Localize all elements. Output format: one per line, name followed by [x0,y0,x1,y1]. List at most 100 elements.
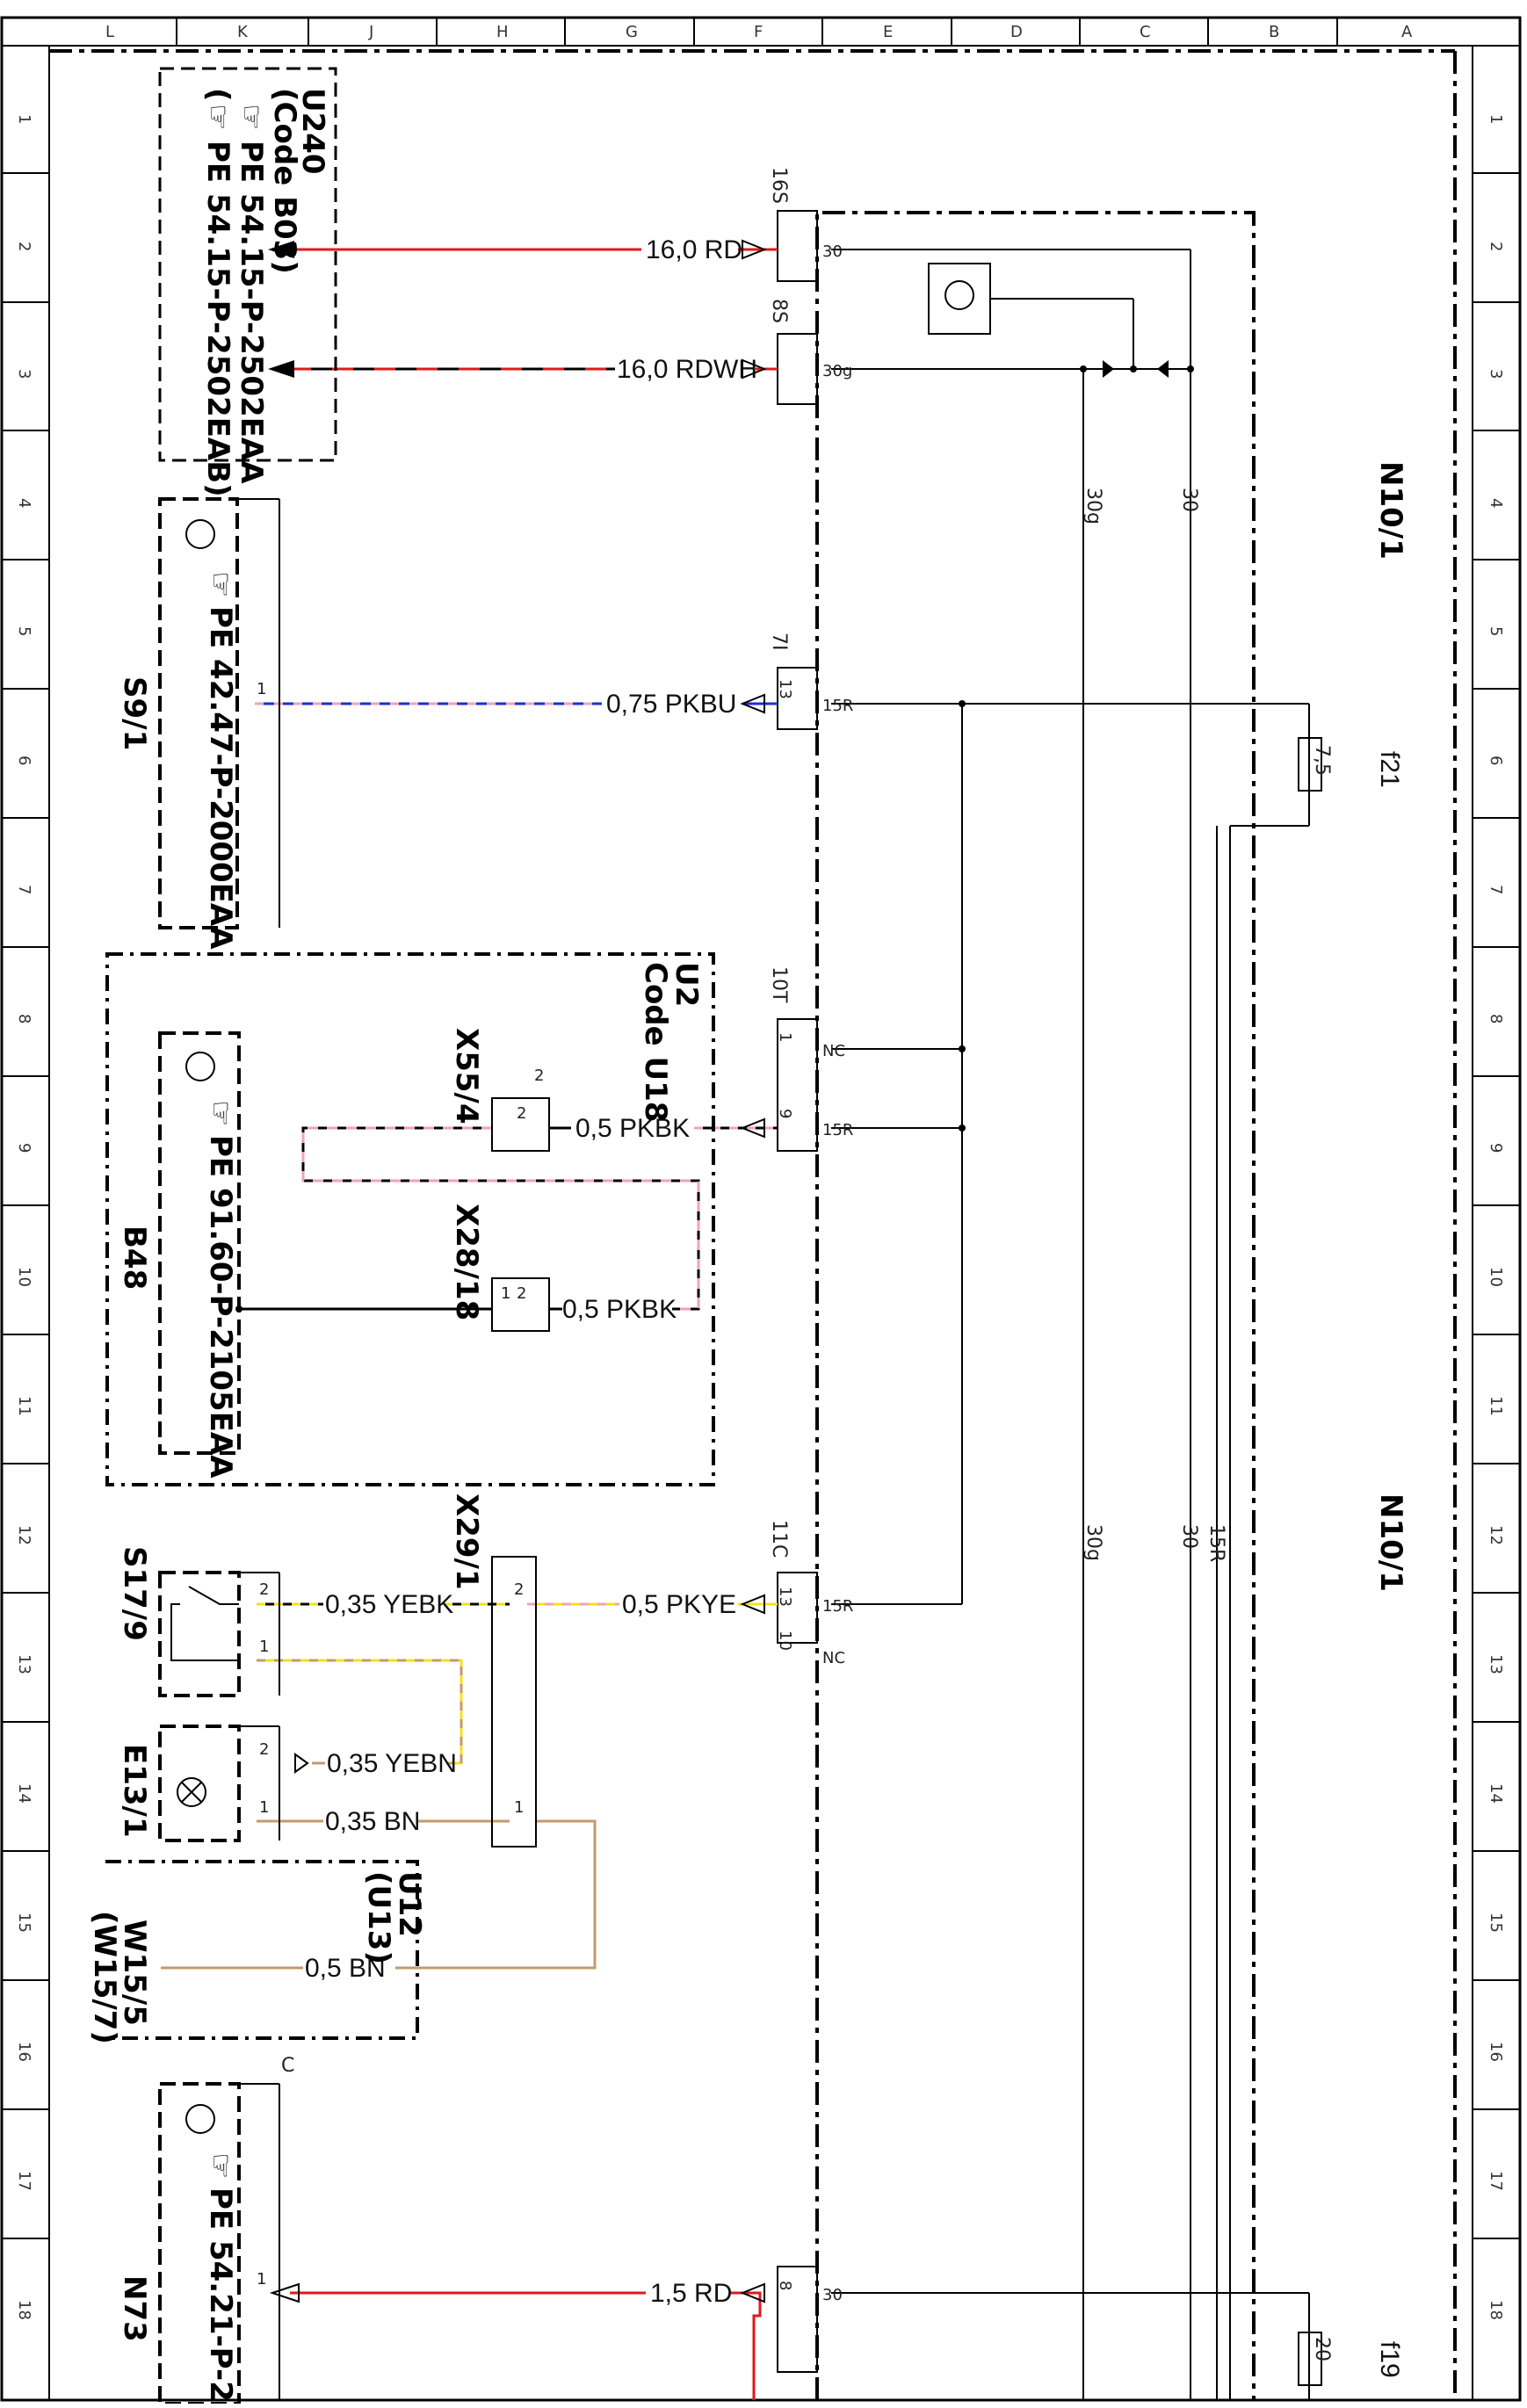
pin-nc-b: NC [822,1649,845,1667]
bus-label-30g-b: 30g [1082,1524,1104,1561]
connector-7i: 7I [768,633,790,651]
row-label-18: 18 [15,2300,33,2320]
sheet-frame [0,16,1522,2402]
n73-name: N73 [117,2275,152,2342]
n73-pin: 1 [257,2270,266,2289]
row-label-2: 2 [15,242,33,251]
arrow-icon [740,1117,765,1139]
row-label-r-17: 17 [1487,2171,1505,2191]
fuse-f19-rating: 20 [1311,2337,1333,2361]
pin-num-1: 1 [776,1032,794,1042]
col-label-B: B [1269,23,1279,41]
bus-label-30-b: 30 [1178,1524,1200,1549]
row-label-4: 4 [15,498,33,508]
u240-ref1: PE 54.15-P-2502EAA [234,141,269,484]
row-label-10: 10 [15,1267,33,1287]
row-label-1: 1 [15,114,33,124]
lamp-icon [177,1777,206,1807]
arrow-icon [742,358,767,380]
row-label-r-18: 18 [1487,2300,1505,2320]
col-label-E: E [883,23,893,41]
relay-transistor-icon [944,280,974,310]
fuse-f21-label: f21 [1375,751,1404,788]
wire-label-16-rdwh: 16,0 RDWH [617,355,757,384]
s17-9-pin-b: 1 [259,1638,269,1656]
pin-30: 30 [822,242,843,261]
diode-icon [1103,360,1114,378]
arrow-icon [740,1594,765,1615]
row-label-17: 17 [15,2171,33,2191]
row-label-14: 14 [15,1783,33,1804]
s9-1-pin: 1 [257,680,266,698]
transistor-icon [185,1052,215,1081]
component-x29-1: X29/1 2 1 [449,1493,537,1848]
arrow-icon [294,1753,309,1774]
row-label-3: 3 [15,369,33,379]
u2-name: U2 [669,962,704,1007]
pin-15r-c: 15R [822,1597,853,1616]
col-label-D: D [1010,23,1023,41]
u12-code: (U13) [361,1871,396,1964]
col-label-C: C [1140,23,1151,41]
pin-num-13a: 13 [776,679,794,699]
pin-30-b: 30 [822,2286,843,2304]
connector-8s: 8S [768,299,790,323]
diode-icon [1157,360,1169,378]
switch-icon [170,1586,239,1661]
s9-1-name: S9/1 [117,676,152,750]
col-label-A: A [1401,23,1413,41]
relay-diode-cluster [831,249,1194,378]
wire-16-rdwh: 16,0 RDWH [268,355,778,384]
connector-16s: 16S [768,167,790,204]
wire-05-pkbk-b: 0,5 PKBK [235,1295,677,1324]
s17-9-name: S17/9 [117,1546,152,1641]
pin-nc-a: NC [822,1042,845,1060]
transistor-icon [185,2104,215,2134]
wire-15-rd: 1,5 RD [290,2279,762,2400]
n73-ref: PE 54.21-P-210 [203,2187,238,2404]
wire-label-05-bn: 0,5 BN [305,1954,386,1983]
wire-035-bn: 0,35 BN [257,1807,597,1970]
x28-18-name: X28/18 [449,1204,484,1320]
x28-18-pin-outer: 1 [501,1284,510,1303]
wire-label-035-yebk: 0,35 YEBK [325,1590,453,1619]
wire-label-05-pkbk-a: 0,5 PKBK [575,1114,690,1143]
wire-label-035-bn: 0,35 BN [325,1807,420,1836]
column-grid: L K J H G F E D C B A [105,18,1413,46]
wire-05-bn: 0,5 BN [161,1954,386,1983]
internal-buses [961,249,1231,2400]
x29-1-pin-a: 2 [514,1580,524,1599]
e13-1-name: E13/1 [117,1744,152,1838]
n10-1-label-bottom: N10/1 [1373,1493,1408,1592]
u240-ref1-icon: ☞ [234,104,269,130]
e13-1-pin-a: 2 [259,1740,269,1759]
fuse-f21: 7,5 f21 [831,700,1404,827]
component-u240: U240 (Code B03) ☞ PE 54.15-P-2502EAA ( ☞… [158,67,337,497]
row-label-r-13: 13 [1487,1654,1505,1674]
row-label-8: 8 [15,1014,33,1023]
u240-ref2: PE 54.15-P-2502EAB) [200,141,235,497]
x29-1-pin-b: 1 [514,1798,524,1817]
bus-label-30-a: 30 [1178,488,1200,512]
u240-ref2-icon: ☞ [200,104,235,130]
wire-label-075-pkbu: 0,75 PKBU [606,690,736,719]
row-label-15: 15 [15,1913,33,1933]
wire-035-yebn: 0,35 YEBN [257,1659,463,1778]
row-label-r-15: 15 [1487,1913,1505,1933]
wire-label-15-rd: 1,5 RD [650,2279,732,2308]
row-label-12: 12 [15,1525,33,1545]
component-n73: C ☞ PE 54.21-P-210 N73 1 [117,2055,294,2408]
n73-ref-icon: ☞ [203,2152,238,2179]
arrow-icon [740,693,765,714]
connector-11c: 11C [768,1520,790,1558]
row-label-13: 13 [15,1654,33,1674]
arrow-icon [740,2282,765,2303]
x55-4-name: X55/4 [449,1028,484,1124]
wire-035-yebk: 0,35 YEBK [257,1590,510,1619]
component-e13-1: E13/1 2 1 [117,1725,280,1842]
arrow-icon [268,360,294,378]
row-label-r-4: 4 [1487,498,1505,508]
arrow-icon [269,2282,300,2303]
